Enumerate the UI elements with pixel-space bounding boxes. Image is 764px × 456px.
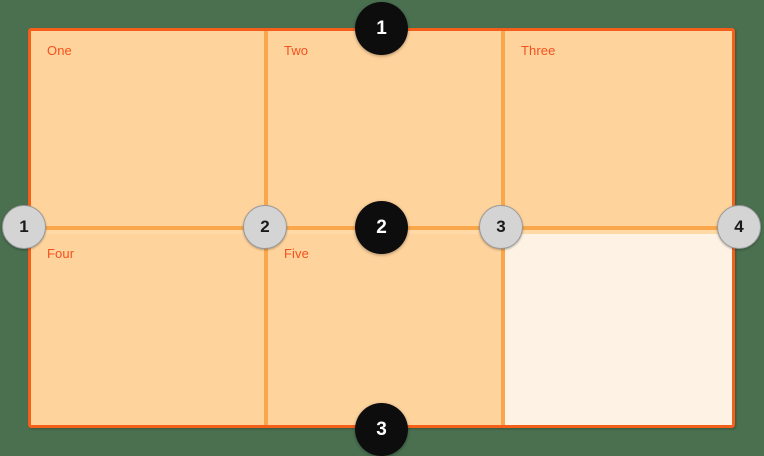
grid-cell-label-four: Four bbox=[47, 246, 75, 261]
grid-cell-label-five: Five bbox=[284, 246, 309, 261]
grid-layout-box: One Two Three Four Five bbox=[28, 28, 735, 428]
column-handle-2-label: 2 bbox=[260, 217, 270, 236]
grid-cell-label-three: Three bbox=[521, 43, 556, 58]
column-handle-4[interactable]: 4 bbox=[717, 205, 761, 249]
grid-cell-empty[interactable] bbox=[505, 234, 732, 425]
grid-cell-five[interactable]: Five bbox=[268, 234, 501, 425]
column-handle-2[interactable]: 2 bbox=[243, 205, 287, 249]
row-handle-3-label: 3 bbox=[376, 418, 387, 440]
row-handle-2[interactable]: 2 bbox=[355, 201, 408, 254]
grid-cell-two[interactable]: Two bbox=[268, 31, 501, 226]
row-handle-2-label: 2 bbox=[376, 216, 387, 238]
grid-cell-one[interactable]: One bbox=[31, 31, 264, 226]
row-handle-3[interactable]: 3 bbox=[355, 403, 408, 456]
grid-cell-three[interactable]: Three bbox=[505, 31, 732, 226]
column-handle-1-label: 1 bbox=[19, 217, 29, 236]
grid-cell-label-one: One bbox=[47, 43, 72, 58]
column-handle-4-label: 4 bbox=[734, 217, 744, 236]
row-handle-1[interactable]: 1 bbox=[355, 2, 408, 55]
column-handle-3-label: 3 bbox=[496, 217, 506, 236]
column-handle-3[interactable]: 3 bbox=[479, 205, 523, 249]
grid-cell-label-two: Two bbox=[284, 43, 309, 58]
column-handle-1[interactable]: 1 bbox=[2, 205, 46, 249]
row-handle-1-label: 1 bbox=[376, 17, 387, 39]
grid-cell-four[interactable]: Four bbox=[31, 234, 264, 425]
